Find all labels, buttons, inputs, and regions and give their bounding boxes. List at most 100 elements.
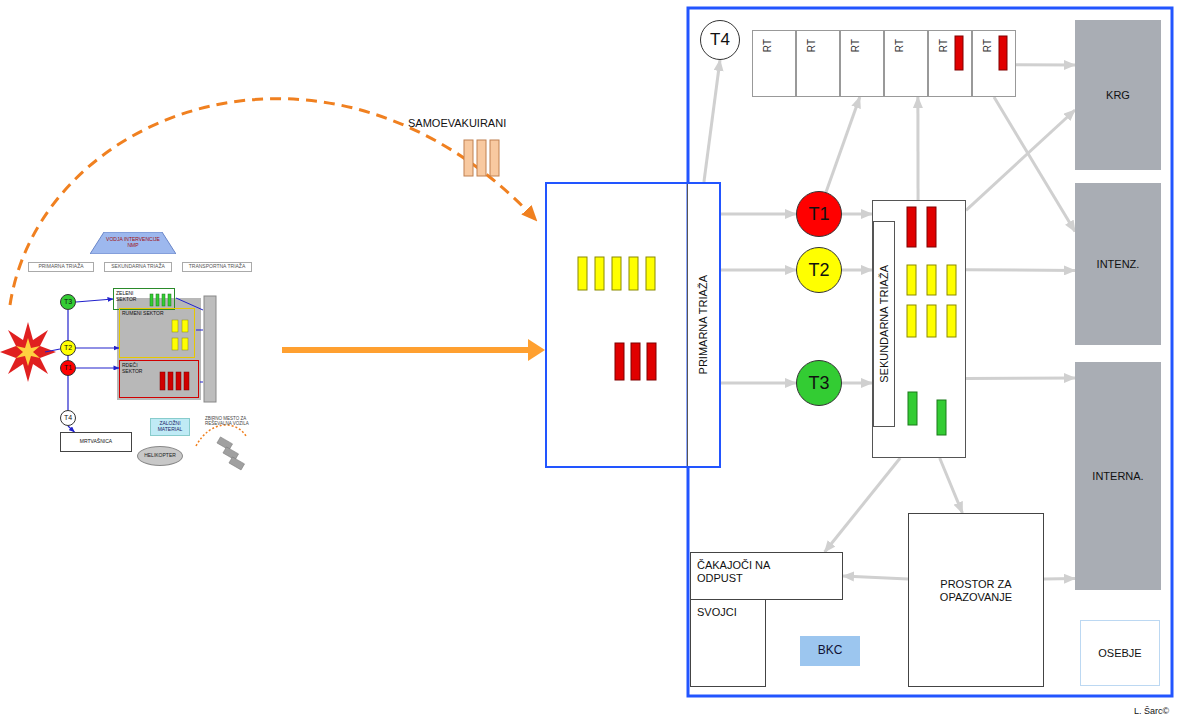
- triage-circle: T1: [796, 191, 842, 237]
- node-text: RT: [982, 39, 994, 52]
- triage-box: TRANSPORTNA TRIAŽA: [182, 262, 252, 272]
- author-credit: L. Šarc©: [1134, 706, 1169, 716]
- triage-circle: T3: [796, 360, 842, 406]
- triage-circle: T3: [60, 294, 76, 310]
- patient-flow-arrow: [966, 268, 1075, 272]
- patient-bars: [615, 343, 656, 380]
- helicopter-ellipse: HELIKOPTER: [137, 446, 183, 466]
- sector-box: RUMENI SEKTOR: [119, 308, 195, 358]
- node-text: T3: [808, 373, 829, 394]
- triage-band: PRIMARNA TRIAŽA: [687, 184, 719, 466]
- waiting-box: ČAKAJOČI NA ODPUST: [690, 552, 843, 600]
- node-text: SEKUNDARNA TRIAŽA: [878, 265, 891, 383]
- patient-flow-arrow: [1044, 577, 1075, 581]
- mortuary-box: MRTVAŠNICA: [60, 432, 132, 452]
- patient-flow-arrow: [721, 269, 796, 272]
- node-text: BKC: [818, 644, 843, 658]
- orange-arrowhead: [528, 339, 545, 361]
- dashed-arc: [10, 99, 536, 305]
- sector-box: RDEČI SEKTOR: [119, 360, 199, 398]
- node-text: T3: [64, 298, 72, 306]
- node-text: OSEBJE: [1098, 647, 1141, 660]
- triage-circle: T2: [60, 340, 76, 356]
- patient-flow-arrow: [940, 458, 963, 513]
- patient-bars: [578, 257, 655, 290]
- triage-circle: T4: [700, 20, 740, 60]
- group-label: SAMOEVAKUIRANI: [408, 117, 506, 129]
- entrance-box: PRIMARNA TRIAŽA: [545, 182, 721, 468]
- node-text: SEKUNDARNA TRIAŽA: [111, 264, 165, 270]
- patient-flow-arrow: [842, 212, 872, 215]
- node-text: INTENZ.: [1097, 258, 1140, 271]
- node-text: T4: [64, 414, 72, 422]
- bed-cell: RT: [928, 30, 972, 97]
- bed-cell: RT: [884, 30, 928, 97]
- hospital-frame: [688, 8, 1172, 696]
- secondary-triage-box: SEKUNDARNA TRIAŽA: [872, 200, 966, 458]
- leader-trapezoid: VODJA INTERVENCIJE NMP: [90, 232, 176, 254]
- node-text: RT: [806, 39, 818, 52]
- patient-flow-arrow: [994, 97, 1075, 232]
- node-text: T4: [710, 30, 730, 50]
- triage-circle: T4: [60, 410, 76, 426]
- triage-box: PRIMARNA TRIAŽA: [28, 262, 94, 272]
- sector-box: ZELENI SEKTOR: [113, 288, 175, 310]
- field-scheme: [0, 294, 246, 470]
- patient-flow-arrow: [825, 458, 901, 552]
- patient-flow-arrow: [826, 97, 860, 192]
- patient-flow-arrow: [1016, 63, 1075, 66]
- node-text: KRG: [1106, 89, 1130, 102]
- bed-cell: RT: [752, 30, 796, 97]
- node-text: TRANSPORTNA TRIAŽA: [189, 264, 246, 270]
- patient-flow-arrow: [721, 382, 796, 385]
- patient-flow-arrow: [704, 60, 720, 182]
- bed-cell: RT: [972, 30, 1016, 97]
- area-label: ZBIRNO MESTO ZA REŠEVALNA VOZILA: [205, 417, 253, 427]
- flow-arrow: [76, 299, 113, 302]
- patient-flow-arrow: [843, 576, 908, 579]
- node-text: SVOJCI: [697, 606, 737, 619]
- node-text: RUMENI SEKTOR: [122, 311, 164, 317]
- triage-box: SEKUNDARNA TRIAŽA: [104, 262, 172, 272]
- patient-flow-arrow: [966, 376, 1075, 380]
- orange-arrow: [282, 347, 530, 353]
- node-text: VODJA INTERVENCIJE NMP: [105, 237, 161, 249]
- patient-flow-arrow: [842, 381, 872, 384]
- bkc-box: BKC: [800, 636, 860, 666]
- node-text: T1: [64, 364, 72, 372]
- node-text: ZALOŽNI MATERIAL: [151, 421, 189, 433]
- node-text: ČAKAJOČI NA ODPUST: [697, 559, 817, 584]
- node-text: RT: [938, 39, 950, 52]
- flow-arrow: [76, 367, 119, 368]
- node-text: INTERNA.: [1092, 470, 1143, 483]
- node-text: HELIKOPTER: [144, 453, 176, 459]
- observation-box: PROSTOR ZA OPAZOVANJE: [908, 513, 1044, 687]
- node-text: PRIMARNA TRIAŽA: [697, 275, 710, 374]
- node-text: RDEČI SEKTOR: [122, 363, 158, 375]
- ward-box: INTERNA.: [1075, 362, 1161, 590]
- staff-box: OSEBJE: [1080, 620, 1160, 686]
- node-text: T2: [64, 344, 72, 352]
- supply-box: ZALOŽNI MATERIAL: [150, 418, 190, 436]
- patient-bars: [464, 140, 499, 176]
- patient-bars: [907, 207, 956, 435]
- patient-flow-arrow: [842, 268, 872, 271]
- relatives-box: SVOJCI: [690, 599, 766, 687]
- patient-bars: [955, 36, 1007, 70]
- node-text: RT: [850, 39, 862, 52]
- node-text: PROSTOR ZA OPAZOVANJE: [916, 578, 1036, 603]
- triage-circle: T1: [60, 360, 76, 376]
- node-text: ZELENI SEKTOR: [116, 291, 150, 303]
- bed-cell: RT: [796, 30, 840, 97]
- patient-flow-arrow: [721, 213, 796, 216]
- triage-band: SEKUNDARNA TRIAŽA: [873, 221, 895, 427]
- triage-circle: T2: [796, 247, 842, 293]
- flow-arrow: [76, 347, 119, 348]
- bed-cell: RT: [840, 30, 884, 97]
- node-text: MRTVAŠNICA: [80, 439, 112, 445]
- ward-box: INTENZ.: [1075, 183, 1161, 345]
- node-text: T2: [808, 260, 829, 281]
- ward-box: KRG: [1075, 20, 1161, 170]
- patient-flow-arrow: [916, 97, 919, 200]
